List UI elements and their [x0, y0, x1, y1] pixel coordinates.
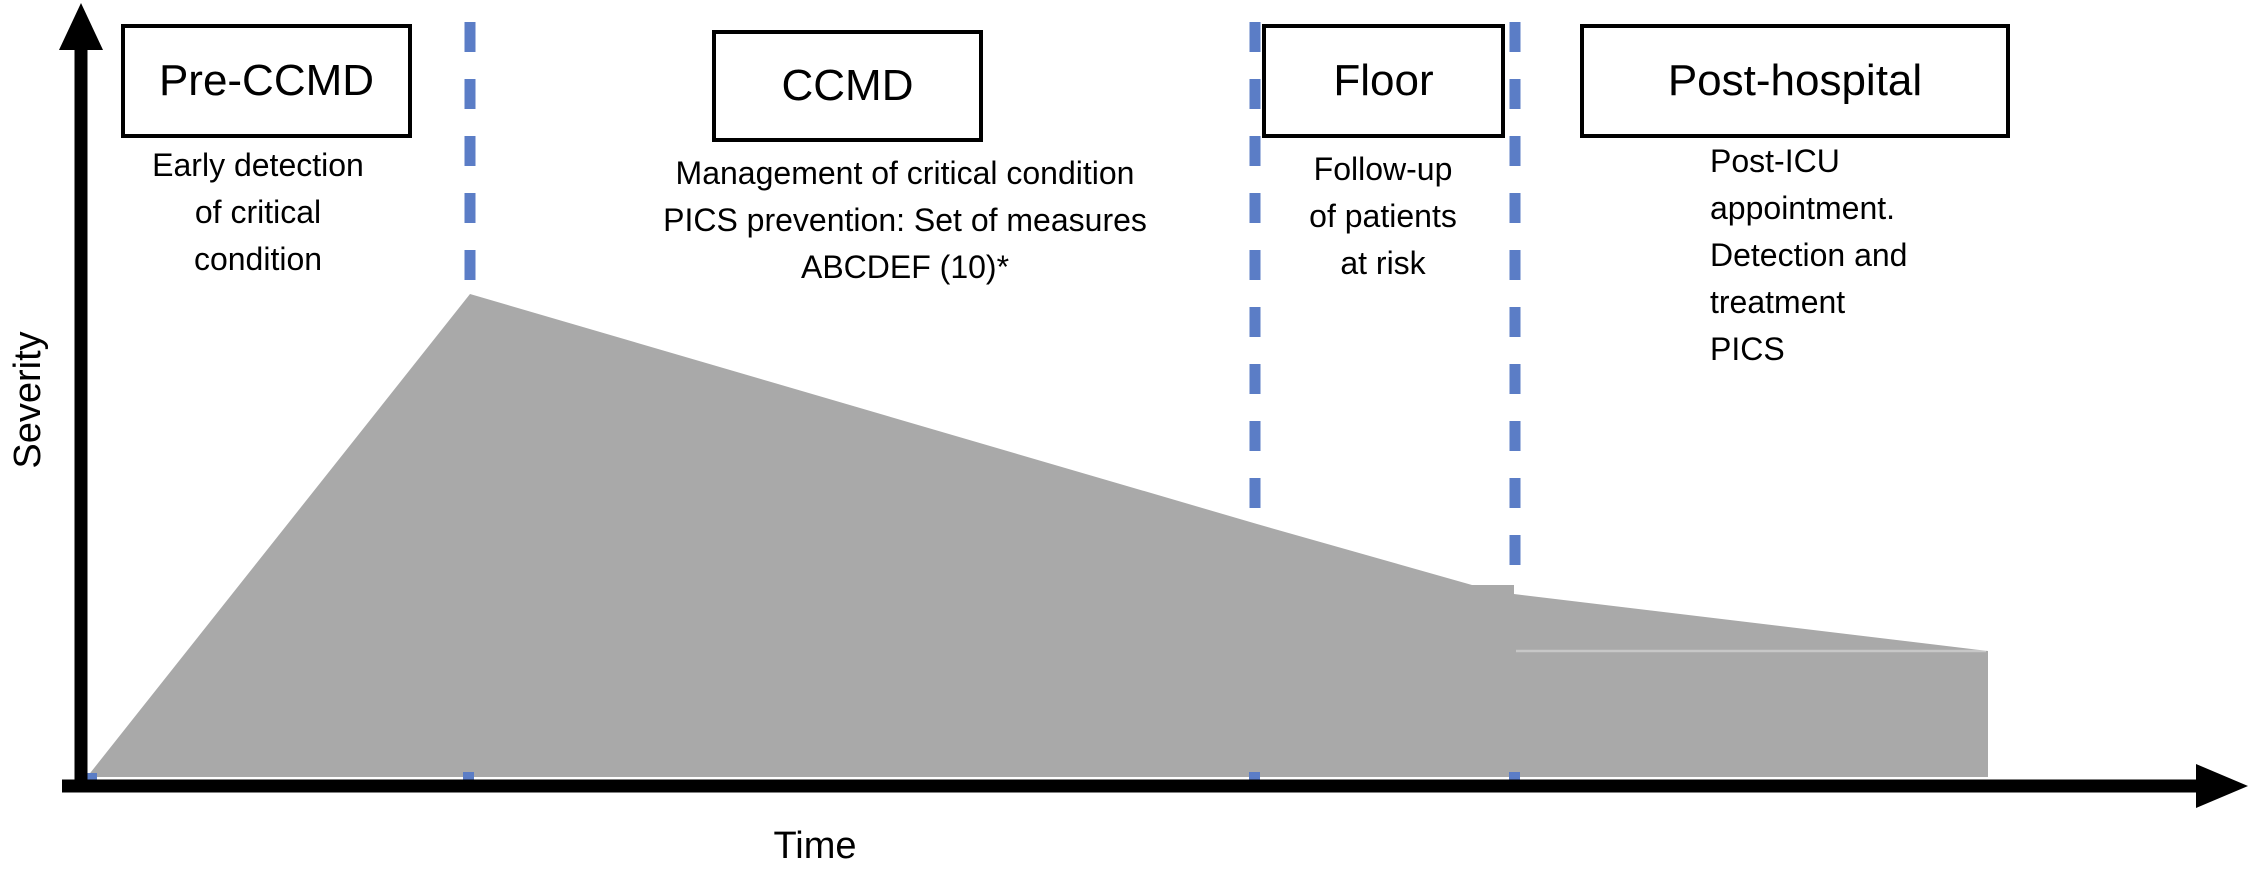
phase-desc-ccmd: Management of critical condition PICS pr…	[595, 150, 1215, 291]
desc-line: condition	[193, 241, 323, 277]
phase-box-post-hospital-label: Post-hospital	[1667, 56, 1923, 105]
y-axis-arrow-icon	[59, 3, 103, 50]
baseline-dash-2	[1249, 772, 1260, 784]
x-axis	[62, 764, 2248, 808]
desc-line: treatment	[1710, 284, 1846, 320]
desc-line: appointment.	[1710, 190, 1896, 226]
severity-area-shape	[87, 294, 1988, 777]
phase-box-post-hospital: Post-hospital	[1580, 24, 2010, 138]
desc-line: of critical	[194, 194, 322, 230]
desc-line: Post-ICU	[1710, 143, 1840, 179]
desc-line: PICS prevention: Set of measures	[663, 202, 1147, 238]
phase-box-ccmd-label: CCMD	[781, 61, 914, 110]
baseline-dash-1	[463, 772, 474, 783]
baseline-dash-origin	[84, 773, 97, 782]
phase-divider-lines	[464, 22, 1521, 584]
desc-line: Detection and	[1710, 237, 1908, 273]
phase-box-pre-ccmd-label: Pre-CCMD	[158, 56, 375, 105]
phase-box-floor-label: Floor	[1333, 56, 1434, 105]
divider-baseline-dashes	[84, 772, 1520, 784]
phase-desc-floor: Follow-up of patients at risk	[1258, 146, 1508, 287]
y-axis	[59, 3, 103, 792]
desc-line: Management of critical condition	[675, 155, 1135, 191]
baseline-dash-3	[1509, 772, 1520, 784]
y-axis-title: Severity	[7, 331, 49, 469]
desc-line: at risk	[1340, 245, 1426, 281]
desc-line: PICS	[1710, 331, 1785, 367]
desc-line: Early detection	[152, 147, 364, 183]
phase-desc-post-hospital: Post-ICU appointment. Detection and trea…	[1710, 138, 2040, 373]
x-axis-arrow-icon	[2196, 764, 2248, 808]
x-axis-title: Time	[773, 825, 857, 867]
phase-desc-pre-ccmd: Early detection of critical condition	[78, 142, 438, 283]
phase-box-pre-ccmd: Pre-CCMD	[121, 24, 412, 138]
desc-line: Follow-up	[1313, 151, 1453, 187]
phase-box-floor: Floor	[1262, 24, 1505, 138]
desc-line: ABCDEF (10)*	[800, 249, 1010, 285]
phase-box-ccmd: CCMD	[712, 30, 983, 142]
desc-line: of patients	[1309, 198, 1457, 234]
